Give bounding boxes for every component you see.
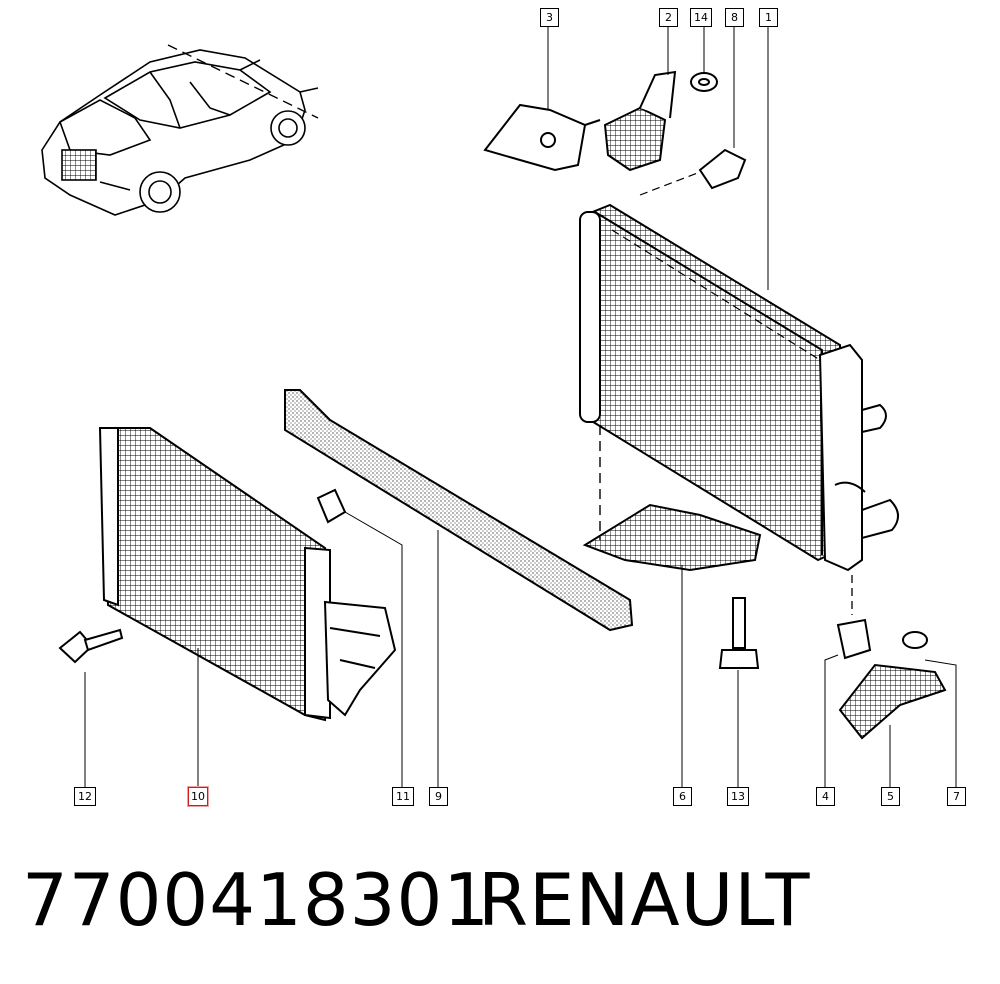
exploded-parts-diagram — [41, 26, 957, 788]
callout-13[interactable]: 13 — [727, 787, 749, 806]
grommet-7 — [902, 631, 928, 649]
callout-12[interactable]: 12 — [74, 787, 96, 806]
callout-6[interactable]: 6 — [673, 787, 692, 806]
callout-10[interactable]: 10 — [188, 787, 208, 806]
callout-5[interactable]: 5 — [881, 787, 900, 806]
bleed-screw-8 — [639, 148, 747, 196]
upper-bracket-3 — [483, 103, 601, 172]
grommet-14 — [690, 72, 718, 92]
rubber-mount-4 — [836, 575, 872, 660]
callout-3[interactable]: 3 — [540, 8, 559, 27]
callout-11[interactable]: 11 — [392, 787, 414, 806]
upper-bracket-2 — [603, 70, 677, 172]
condenser — [98, 427, 397, 722]
foam-seal — [284, 389, 634, 632]
clip-11 — [316, 488, 347, 524]
leader-lines — [84, 26, 957, 788]
lower-bracket-6 — [582, 425, 762, 572]
radiator — [579, 203, 899, 572]
bolt-13 — [718, 597, 760, 669]
callout-7[interactable]: 7 — [947, 787, 966, 806]
lower-bracket-5 — [838, 663, 947, 740]
car-locator-illustration — [41, 44, 319, 216]
part-number-caption: 7700418301 — [22, 858, 491, 942]
callout-8[interactable]: 8 — [725, 8, 744, 27]
bolt-12 — [58, 628, 124, 664]
callout-1[interactable]: 1 — [759, 8, 778, 27]
callout-9[interactable]: 9 — [429, 787, 448, 806]
callout-4[interactable]: 4 — [816, 787, 835, 806]
callout-2[interactable]: 2 — [659, 8, 678, 27]
brand-caption: RENAULT — [478, 858, 811, 942]
callout-14[interactable]: 14 — [690, 8, 712, 27]
